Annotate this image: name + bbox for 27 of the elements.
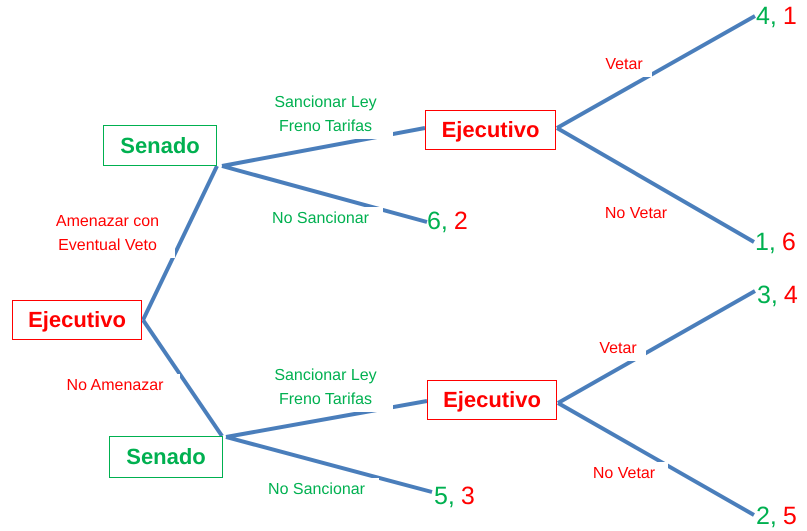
branch-line: [556, 14, 756, 130]
player-box: Senado: [103, 125, 217, 166]
player-box: Senado: [109, 436, 223, 478]
branch-line: [221, 164, 428, 224]
payoff-value: 4: [784, 281, 798, 309]
payoff-value: 3,: [757, 281, 778, 309]
branch-line: [225, 435, 433, 494]
branch-line: [556, 126, 755, 244]
branch-line: [557, 289, 756, 405]
payoff-value: 3: [460, 482, 475, 510]
player-box: Ejecutivo: [425, 110, 556, 150]
payoff-value: 6,: [427, 207, 448, 235]
payoff-value: 1,: [755, 228, 776, 256]
payoff-value: 4,: [756, 2, 777, 30]
payoff-value: 1: [782, 2, 797, 30]
payoff-value: 6: [782, 228, 796, 256]
branch-line: [222, 126, 426, 168]
branch-line: [141, 165, 219, 321]
player-box: Ejecutivo: [427, 380, 557, 420]
payoff-value: 5,: [434, 482, 455, 510]
payoff-value: 5: [782, 502, 797, 530]
payoff-value: 2: [454, 207, 468, 235]
branch-line: [141, 318, 224, 438]
player-box: Ejecutivo: [12, 300, 142, 340]
payoff-value: 2,: [756, 502, 777, 530]
branch-line: [557, 401, 755, 517]
branch-line: [226, 399, 428, 439]
